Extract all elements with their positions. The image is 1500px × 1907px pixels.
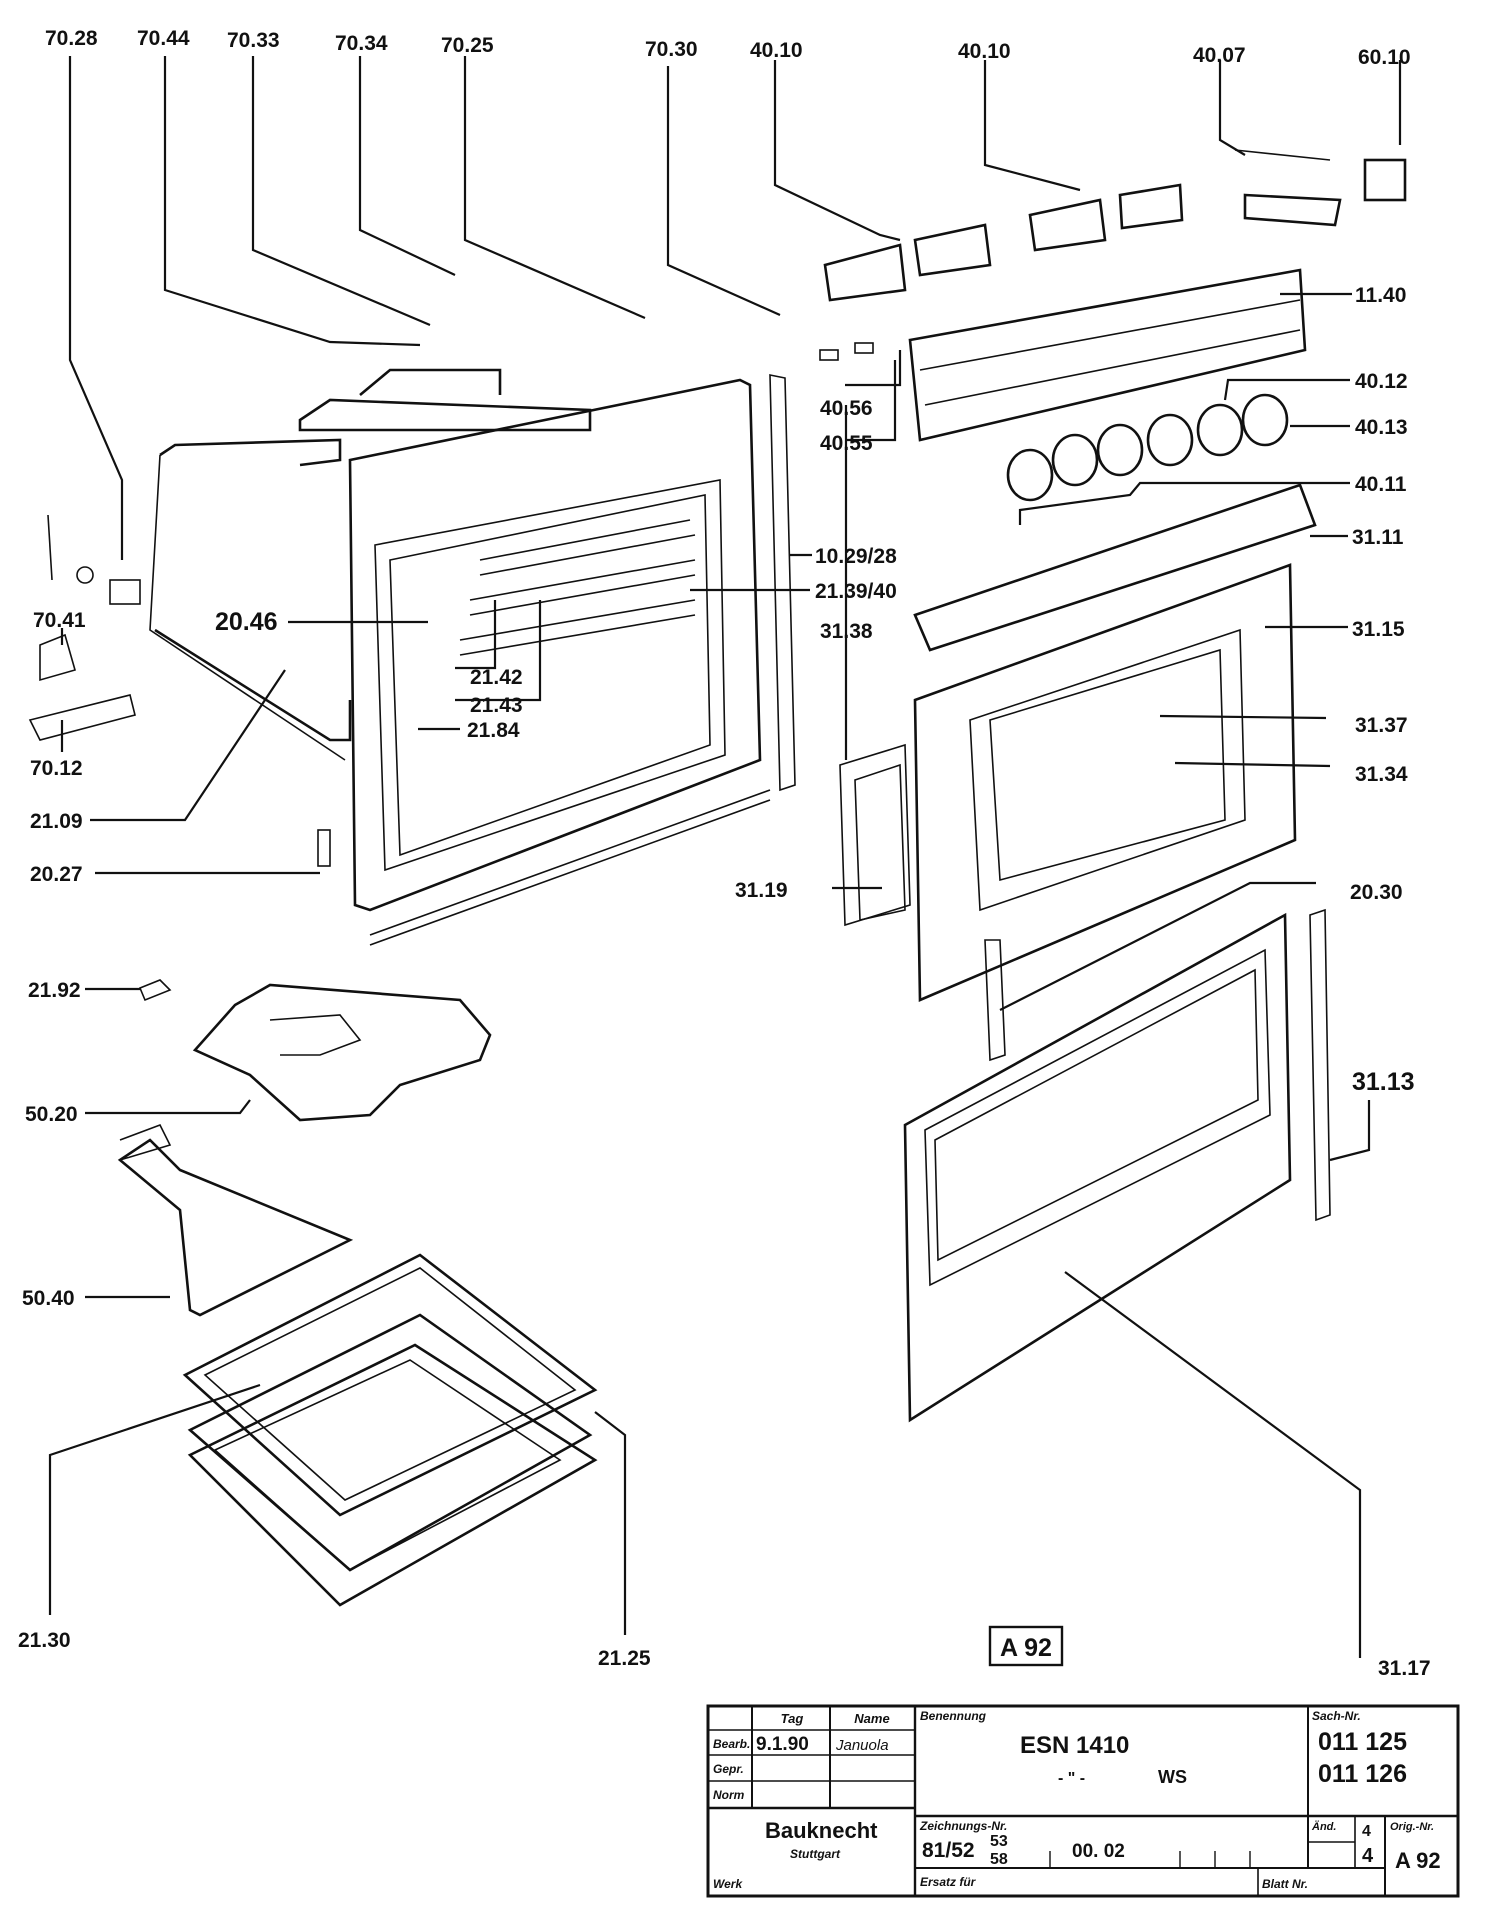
- label-40-11: 40.11: [1355, 473, 1407, 496]
- tb-brand-logo: Bauknecht: [765, 1818, 878, 1843]
- label-70-30: 70.30: [645, 38, 698, 61]
- tb-bearb-name: Januola: [835, 1737, 889, 1754]
- tb-blatt-label: Blatt Nr.: [1262, 1877, 1308, 1891]
- tb-benennung-label: Benennung: [920, 1709, 987, 1723]
- control-panel-drawing: [819, 149, 1407, 502]
- small-parts-left-drawing: [28, 514, 141, 741]
- leader-lines: [48, 56, 1402, 1658]
- label-40-56: 40.56: [820, 397, 873, 420]
- label-21-92: 21.92: [28, 979, 81, 1002]
- label-70-12: 70.12: [30, 757, 83, 780]
- tb-model-ditto: - " -: [1058, 1770, 1085, 1787]
- label-21-42: 21.42: [470, 666, 523, 689]
- tb-col-name: Name: [854, 1711, 889, 1726]
- label-31-11: 31.11: [1352, 526, 1404, 549]
- label-31-38: 31.38: [820, 620, 873, 643]
- label-21-84: 21.84: [467, 719, 520, 742]
- label-31-13: 31.13: [1352, 1068, 1415, 1096]
- tb-aend-value-1: 4: [1362, 1823, 1371, 1840]
- label-70-28: 70.28: [45, 27, 98, 50]
- tb-zeichnung-top: 53: [990, 1833, 1008, 1850]
- tb-zeichnung-main: 81/52: [922, 1839, 975, 1862]
- baking-trays-drawing: [182, 1253, 598, 1607]
- oven-door-drawing: [839, 483, 1331, 1423]
- tb-zeichnung-suffix: 00. 02: [1072, 1841, 1125, 1862]
- tb-werk-label: Werk: [713, 1877, 743, 1891]
- label-70-34: 70.34: [335, 32, 388, 55]
- tb-bearb-date: 9.1.90: [756, 1734, 809, 1755]
- tb-ersatz-label: Ersatz für: [920, 1875, 977, 1889]
- heating-elements-drawing: [117, 979, 492, 1317]
- label-40-13: 40.13: [1355, 416, 1408, 439]
- tb-model-variant: WS: [1158, 1767, 1187, 1787]
- tb-row-gepr: Gepr.: [713, 1762, 744, 1776]
- tb-aend-value-2: 4: [1362, 1845, 1374, 1867]
- tb-aend-label: Änd.: [1311, 1820, 1336, 1833]
- label-21-30: 21.30: [18, 1629, 71, 1652]
- tb-row-norm: Norm: [713, 1788, 745, 1802]
- label-60-10: 60.10: [1358, 46, 1411, 69]
- tb-orig-label: Orig.-Nr.: [1390, 1821, 1434, 1833]
- label-50-40: 50.40: [22, 1287, 75, 1310]
- part-labels: 70.28 70.44 70.33 70.34 70.25 70.30 40.1…: [18, 27, 1431, 1680]
- sheet-badge-text: A 92: [1000, 1634, 1052, 1662]
- label-21-43: 21.43: [470, 694, 523, 717]
- oven-cavity-drawing: [149, 368, 796, 946]
- label-70-33: 70.33: [227, 29, 280, 52]
- tb-sach-1: 011 125: [1318, 1728, 1407, 1756]
- label-40-10-a: 40.10: [750, 39, 803, 62]
- label-40-55: 40.55: [820, 432, 873, 455]
- title-block: Tag Name Bearb. Gepr. Norm 9.1.90 Januol…: [706, 1704, 1460, 1898]
- tb-city: Stuttgart: [790, 1847, 841, 1861]
- tb-sach-label: Sach-Nr.: [1312, 1709, 1361, 1723]
- label-40-10-b: 40.10: [958, 40, 1011, 63]
- tb-zeichnung-label: Zeichnungs-Nr.: [919, 1819, 1007, 1833]
- label-11-40: 11.40: [1355, 284, 1406, 307]
- tb-zeichnung-bottom: 58: [990, 1851, 1008, 1868]
- label-21-39-40: 21.39/40: [815, 580, 897, 603]
- label-20-27: 20.27: [30, 863, 83, 886]
- tb-model: ESN 1410: [1020, 1732, 1129, 1759]
- label-31-15: 31.15: [1352, 618, 1405, 641]
- label-31-19: 31.19: [735, 879, 788, 902]
- tb-sach-2: 011 126: [1318, 1760, 1407, 1788]
- label-31-37: 31.37: [1355, 714, 1408, 737]
- label-21-25: 21.25: [598, 1647, 651, 1670]
- label-40-12: 40.12: [1355, 370, 1408, 393]
- label-20-30: 20.30: [1350, 881, 1403, 904]
- tb-row-bearb: Bearb.: [713, 1737, 750, 1751]
- label-40-07: 40.07: [1193, 44, 1246, 67]
- tb-orig-value: A 92: [1395, 1848, 1441, 1873]
- tb-col-tag: Tag: [781, 1711, 804, 1726]
- label-21-09: 21.09: [30, 810, 83, 833]
- label-10-29-28: 10.29/28: [815, 545, 897, 568]
- label-70-44: 70.44: [137, 27, 190, 50]
- label-70-25: 70.25: [441, 34, 494, 57]
- sheet-badge: A 92: [988, 1625, 1064, 1667]
- label-20-46: 20.46: [215, 608, 278, 636]
- label-31-34: 31.34: [1355, 763, 1408, 786]
- label-31-17: 31.17: [1378, 1657, 1431, 1680]
- label-70-41: 70.41: [33, 609, 86, 632]
- label-50-20: 50.20: [25, 1103, 78, 1126]
